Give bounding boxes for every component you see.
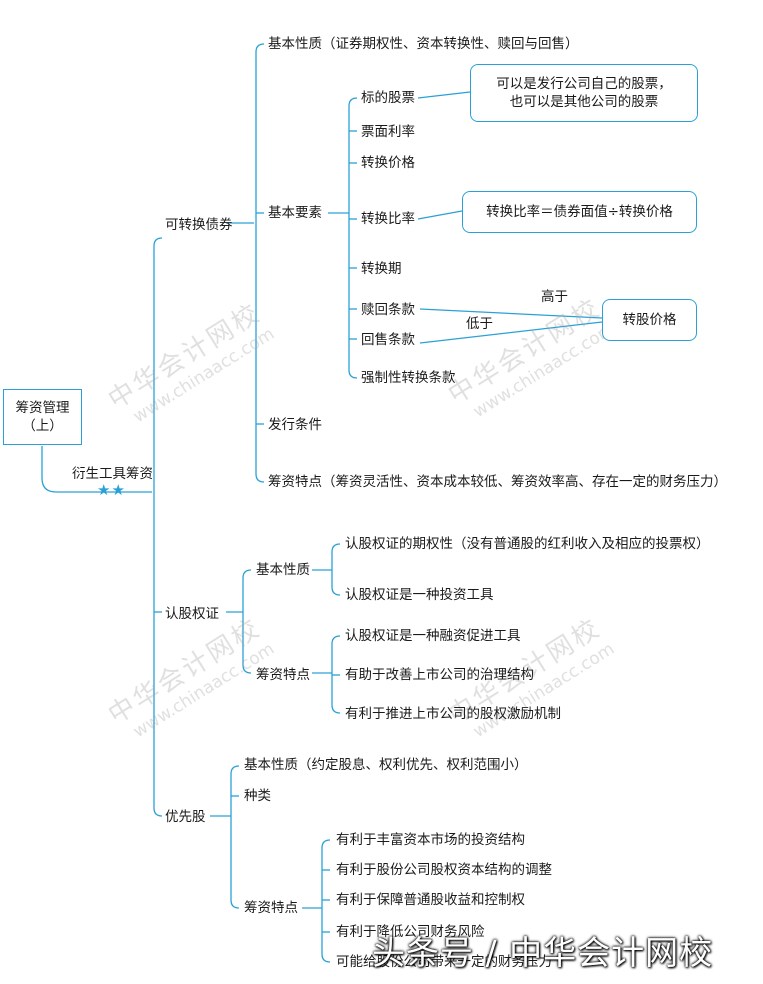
convertible-features: 筹资特点（筹资灵活性、资本成本较低、筹资效率高、存在一定的财务压力） [268,474,727,490]
issue-conditions: 发行条件 [268,417,322,433]
element-item: 转换价格 [361,155,415,171]
higher-than-label: 高于 [541,289,568,305]
branch-label: 衍生工具筹资 [72,466,153,482]
element-item: 标的股票 [361,90,415,106]
element-item: 票面利率 [361,124,415,140]
preferred-feature-item: 可能给股份公司带来一定的财务压力 [336,954,552,970]
preferred-feature-item: 有利于保障普通股收益和控制权 [336,892,525,908]
element-item: 赎回条款 [361,302,415,318]
convertible-basic-nature: 基本性质（证券期权性、资本转换性、赎回与回售） [268,36,579,52]
preferred-feature-item: 有利于降低公司财务风险 [336,924,485,940]
element-item: 强制性转换条款 [361,370,456,386]
conversion-ratio-formula: 转换比率＝债券面值÷转换价格 [462,191,697,233]
warrant-feature-item: 有利于推进上市公司的股权激励机制 [345,706,561,722]
root-title: 筹资管理 [15,400,70,416]
warrant-nature-item: 认股权证的期权性（没有普通股的红利收入及相应的投票权） [345,536,710,552]
preferred-types: 种类 [244,788,271,804]
star-rating-icon: ★★ [97,481,126,499]
element-item: 转换比率 [361,211,415,227]
warrant-feature-item: 有助于改善上市公司的治理结构 [345,667,534,683]
preferred-stock-title: 优先股 [165,809,206,825]
warrant-features-title: 筹资特点 [256,667,310,683]
preferred-feature-item: 有利于股份公司股权资本结构的调整 [336,862,552,878]
underlying-stock-note: 可以是发行公司自己的股票， 也可以是其他公司的股票 [470,64,698,122]
preferred-features-title: 筹资特点 [244,900,298,916]
convertible-bond-title: 可转换债券 [165,217,233,233]
root-subtitle: （上） [22,418,63,434]
warrant-basic-nature-title: 基本性质 [256,562,310,578]
lower-than-label: 低于 [466,316,493,332]
element-item: 转换期 [361,261,402,277]
footer-watermark: 头条号 / 中华会计网校 [372,933,714,972]
preferred-basic-nature: 基本性质（约定股息、权利优先、权利范围小） [244,757,528,773]
conversion-price-box: 转股价格 [602,299,697,341]
preferred-feature-item: 有利于丰富资本市场的投资结构 [336,832,525,848]
warrant-feature-item: 认股权证是一种融资促进工具 [345,628,521,644]
warrant-nature-item: 认股权证是一种投资工具 [345,587,494,603]
convertible-elements-title: 基本要素 [268,205,322,221]
root-node: 筹资管理 （上） [3,389,82,445]
element-item: 回售条款 [361,332,415,348]
warrant-title: 认股权证 [165,606,219,622]
